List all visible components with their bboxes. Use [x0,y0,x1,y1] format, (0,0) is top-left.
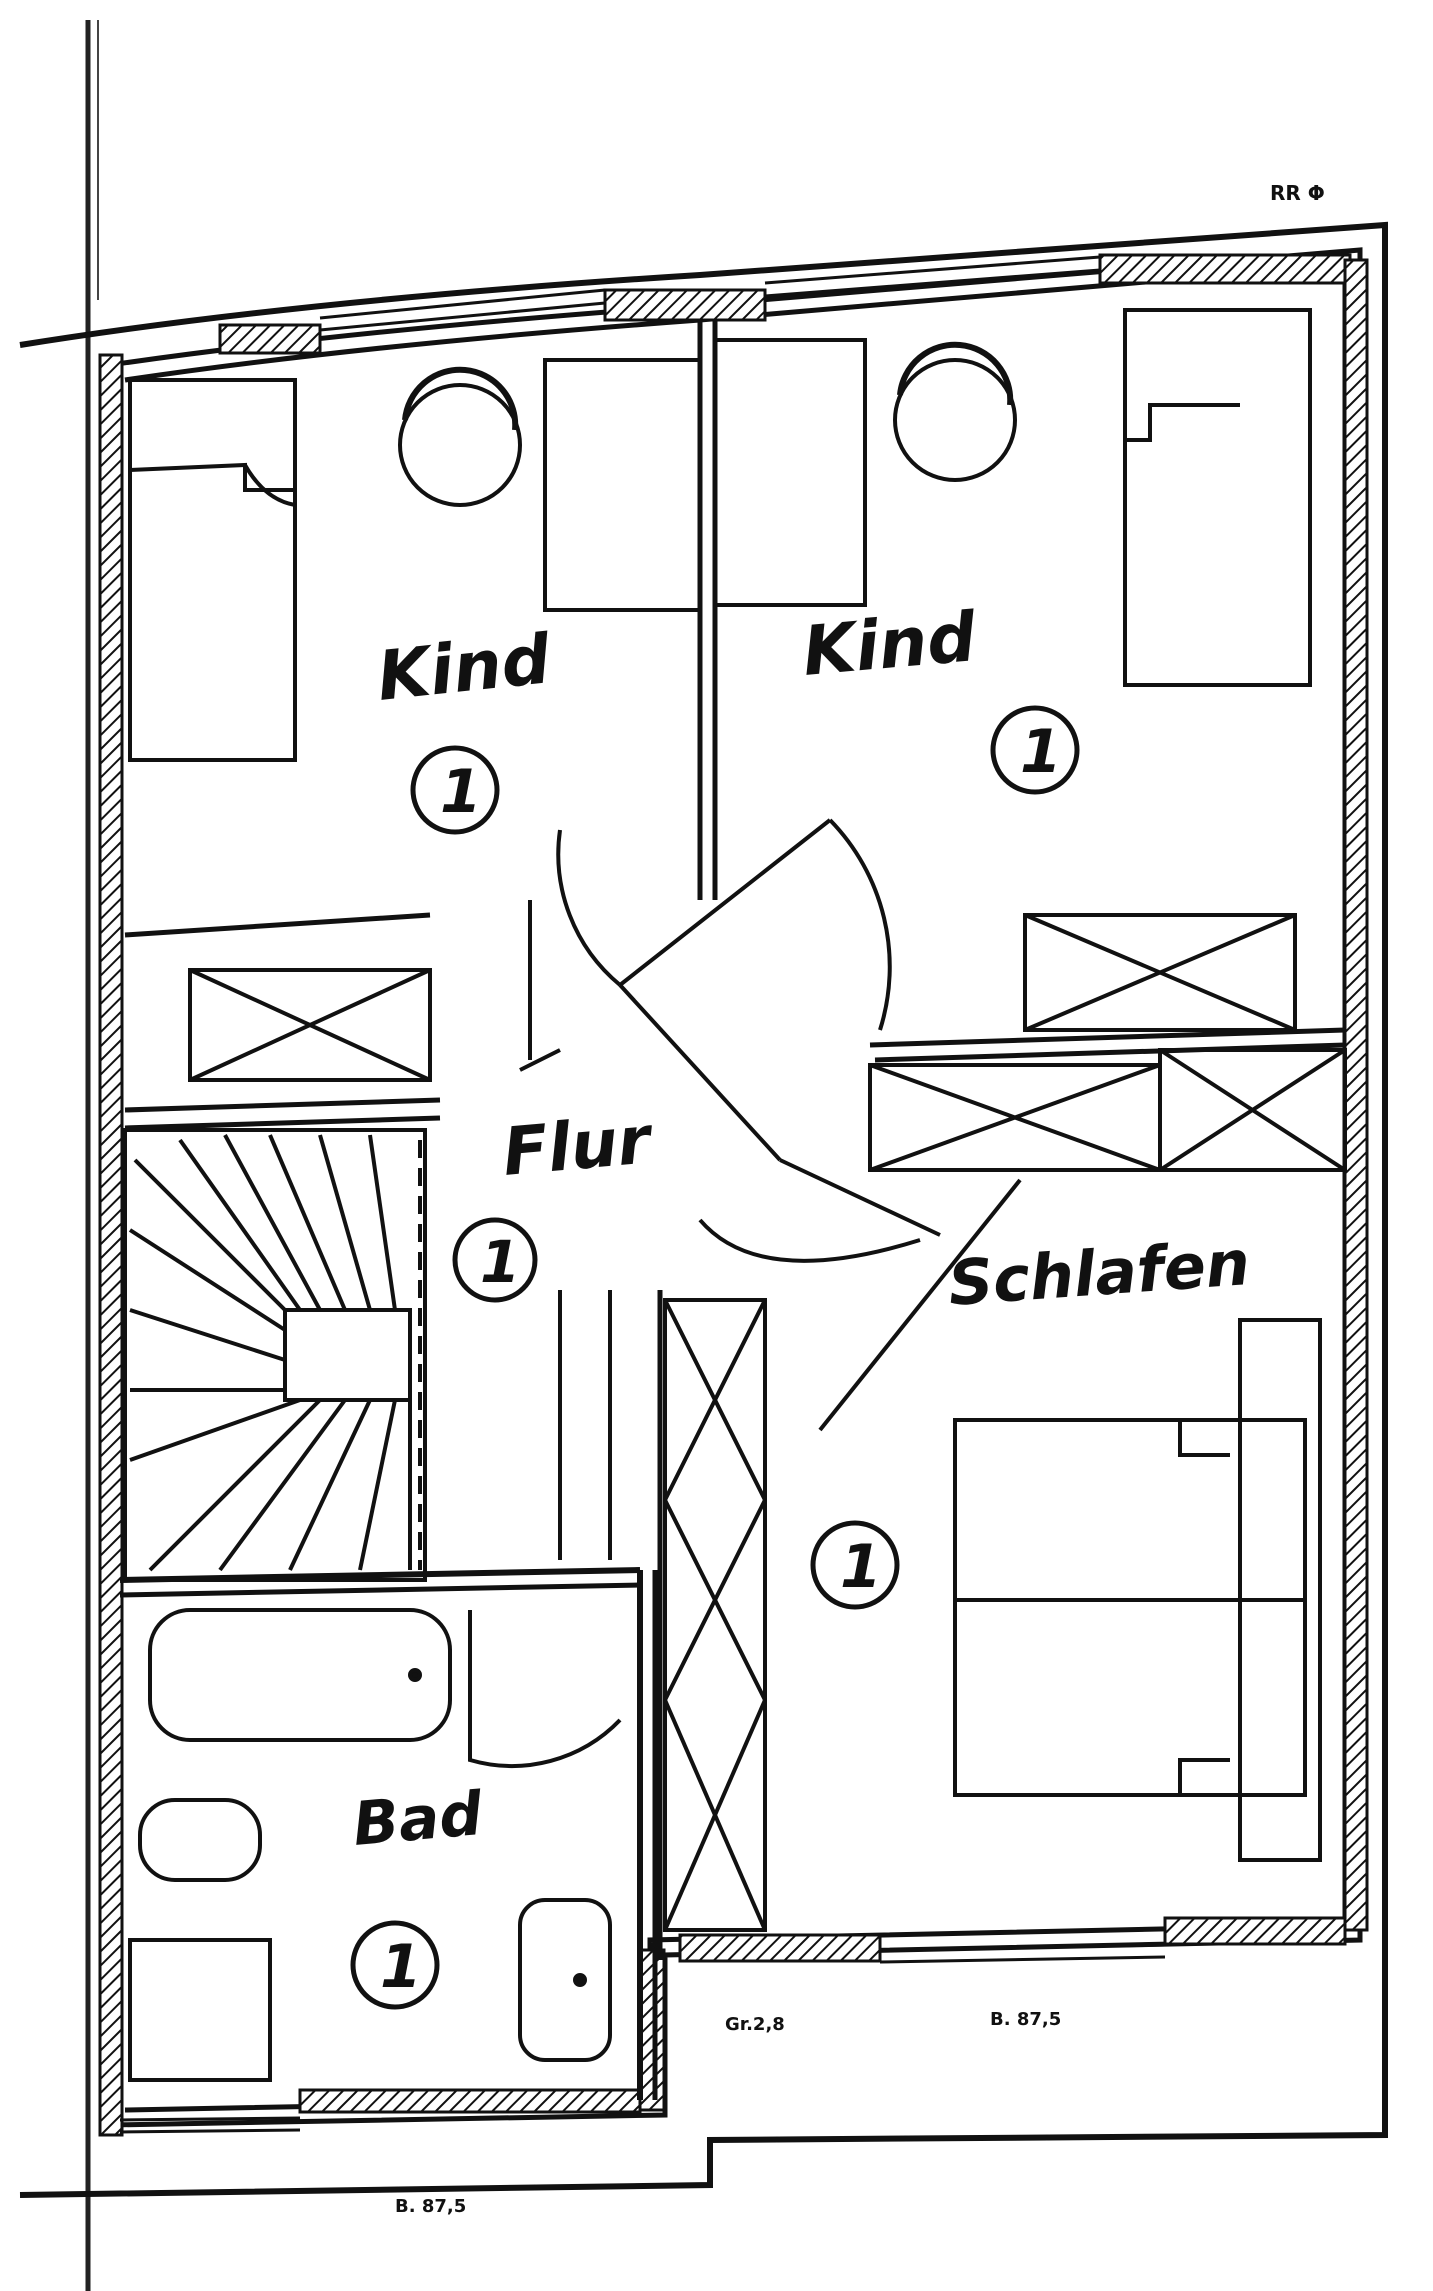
room-label-kind-right: Kind [800,598,981,692]
room-label-flur: Flur [500,1101,657,1191]
windows [119,255,1166,2134]
doors [468,818,1022,1768]
svg-text:1: 1 [380,1932,422,2002]
room-label-schlafen: Schlafen [946,1226,1252,1320]
svg-text:1: 1 [1020,717,1062,787]
svg-text:1: 1 [480,1228,520,1296]
beds [128,308,1322,1862]
room-marker-kind-left: 1 [410,745,500,835]
room-marker-bad: 1 [350,1920,440,2010]
hatched-walls [98,253,1369,2137]
room-label-kind-left: Kind [374,620,556,717]
room-label-bad: Bad [350,1779,486,1860]
interior-walls [119,320,1346,2100]
top-right-note: RR Φ [1270,181,1325,205]
window-note-bottom-left: B. 87,5 [395,2196,466,2217]
svg-text:1: 1 [440,757,482,827]
room-marker-schlafen: 1 [810,1520,900,1610]
window-note-bottom-right: B. 87,5 [990,2009,1061,2030]
svg-text:1: 1 [840,1532,882,1602]
wardrobes [188,913,1347,1932]
window-note-bottom-mid: Gr.2,8 [725,2014,785,2035]
staircase [123,1128,427,1582]
desks-and-chairs [398,338,1017,612]
room-marker-kind-right: 1 [990,705,1080,795]
room-marker-flur: 1 [452,1217,538,1303]
bathroom-fixtures [128,1608,612,2082]
